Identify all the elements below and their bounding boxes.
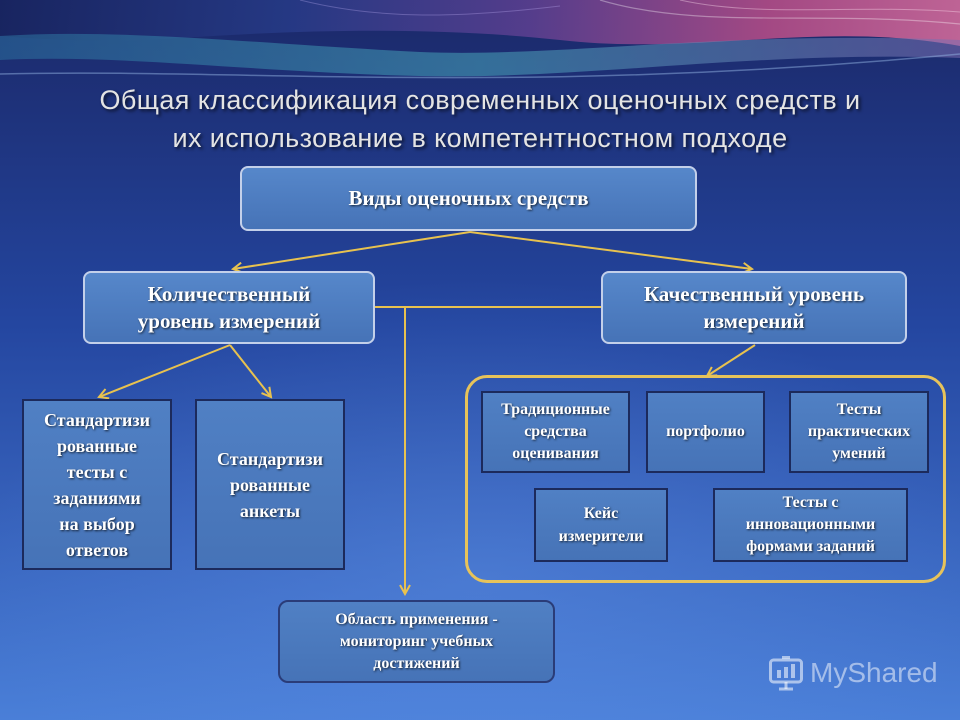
- node-label-line: средства: [524, 423, 587, 440]
- node-traditional-assessment: Традиционные средства оценивания: [481, 391, 630, 473]
- node-label-line: умений: [832, 445, 886, 462]
- node-label-line: Кейс: [583, 505, 619, 522]
- node-label-line: Стандартизи: [44, 409, 150, 430]
- wave-streak: [679, 0, 960, 13]
- arrow-quantitative-to-questionnaires: [229, 344, 271, 397]
- node-application-area: Область применения - мониторинг учебных …: [278, 600, 555, 683]
- node-label-line: уровень измерений: [137, 308, 321, 333]
- wave-underline: [0, 53, 960, 79]
- node-quantitative-level: Количественный уровень измерений: [83, 271, 375, 344]
- node-label-line: оценивания: [512, 445, 599, 462]
- slide-title-line: Общая классификация современных оценочны…: [99, 85, 861, 115]
- wave-band-teal: [0, 33, 960, 77]
- qualitative-methods-group: [465, 375, 946, 583]
- node-label-line: тесты с: [66, 461, 128, 482]
- wave-streak: [299, 0, 561, 16]
- board-handle: [782, 656, 790, 659]
- node-case-meters: Кейс измерители: [534, 488, 668, 562]
- board-bar: [777, 670, 781, 678]
- presentation-board-icon: [769, 656, 803, 691]
- node-label-line: измерений: [703, 308, 805, 333]
- node-label-line: Тесты с: [782, 494, 839, 511]
- node-label-line: портфолио: [666, 423, 745, 440]
- board-bar: [784, 667, 788, 678]
- node-label-line: Стандартизи: [217, 448, 323, 469]
- board-bar: [791, 664, 795, 678]
- node-label-line: инновационными: [745, 516, 876, 533]
- node-standardized-questionnaires: Стандартизи рованные анкеты: [195, 399, 345, 570]
- wave-band-main: [0, 0, 960, 46]
- node-label-line: измерители: [558, 528, 644, 545]
- arrow-root-to-qualitative: [469, 231, 752, 269]
- watermark: MyShared: [768, 654, 938, 692]
- node-label-line: Тесты: [836, 401, 882, 418]
- node-label-line: достижений: [373, 654, 460, 672]
- node-label-line: практических: [807, 423, 911, 440]
- arrow-quantitative-to-tests: [99, 344, 231, 397]
- node-assessment-types: Виды оценочных средств: [240, 166, 697, 231]
- node-label-line: Виды оценочных средств: [348, 186, 589, 210]
- node-label-line: заданиями: [53, 487, 141, 508]
- node-label-line: ответов: [65, 539, 129, 560]
- slide-title: Общая классификация современных оценочны…: [0, 81, 960, 157]
- header-wave-decoration: [0, 0, 960, 79]
- node-label-line: Качественный уровень: [643, 281, 865, 306]
- node-label-line: Область применения -: [335, 610, 498, 628]
- node-label-line: формами заданий: [746, 538, 875, 555]
- node-label-line: анкеты: [239, 500, 301, 521]
- node-label-line: Количественный: [147, 281, 311, 306]
- arrow-root-to-quantitative: [233, 231, 471, 269]
- arrow-qualitative-to-group: [707, 344, 756, 376]
- node-label-line: мониторинг учебных: [339, 632, 494, 650]
- node-innovative-tests: Тесты с инновационными формами заданий: [713, 488, 908, 562]
- node-label-line: на выбор: [59, 513, 135, 534]
- slide-title-line: их использование в компетентностном подх…: [172, 123, 788, 153]
- wave-streak: [599, 0, 960, 25]
- node-label-line: Традиционные: [501, 401, 610, 418]
- node-practical-skills-tests: Тесты практических умений: [789, 391, 929, 473]
- node-label-line: рованные: [56, 435, 138, 456]
- watermark-text: MyShared: [810, 657, 938, 688]
- node-label-line: рованные: [229, 474, 311, 495]
- node-portfolio: портфолио: [646, 391, 765, 473]
- node-standardized-tests: Стандартизи рованные тесты с заданиями н…: [22, 399, 172, 570]
- node-qualitative-level: Качественный уровень измерений: [601, 271, 907, 344]
